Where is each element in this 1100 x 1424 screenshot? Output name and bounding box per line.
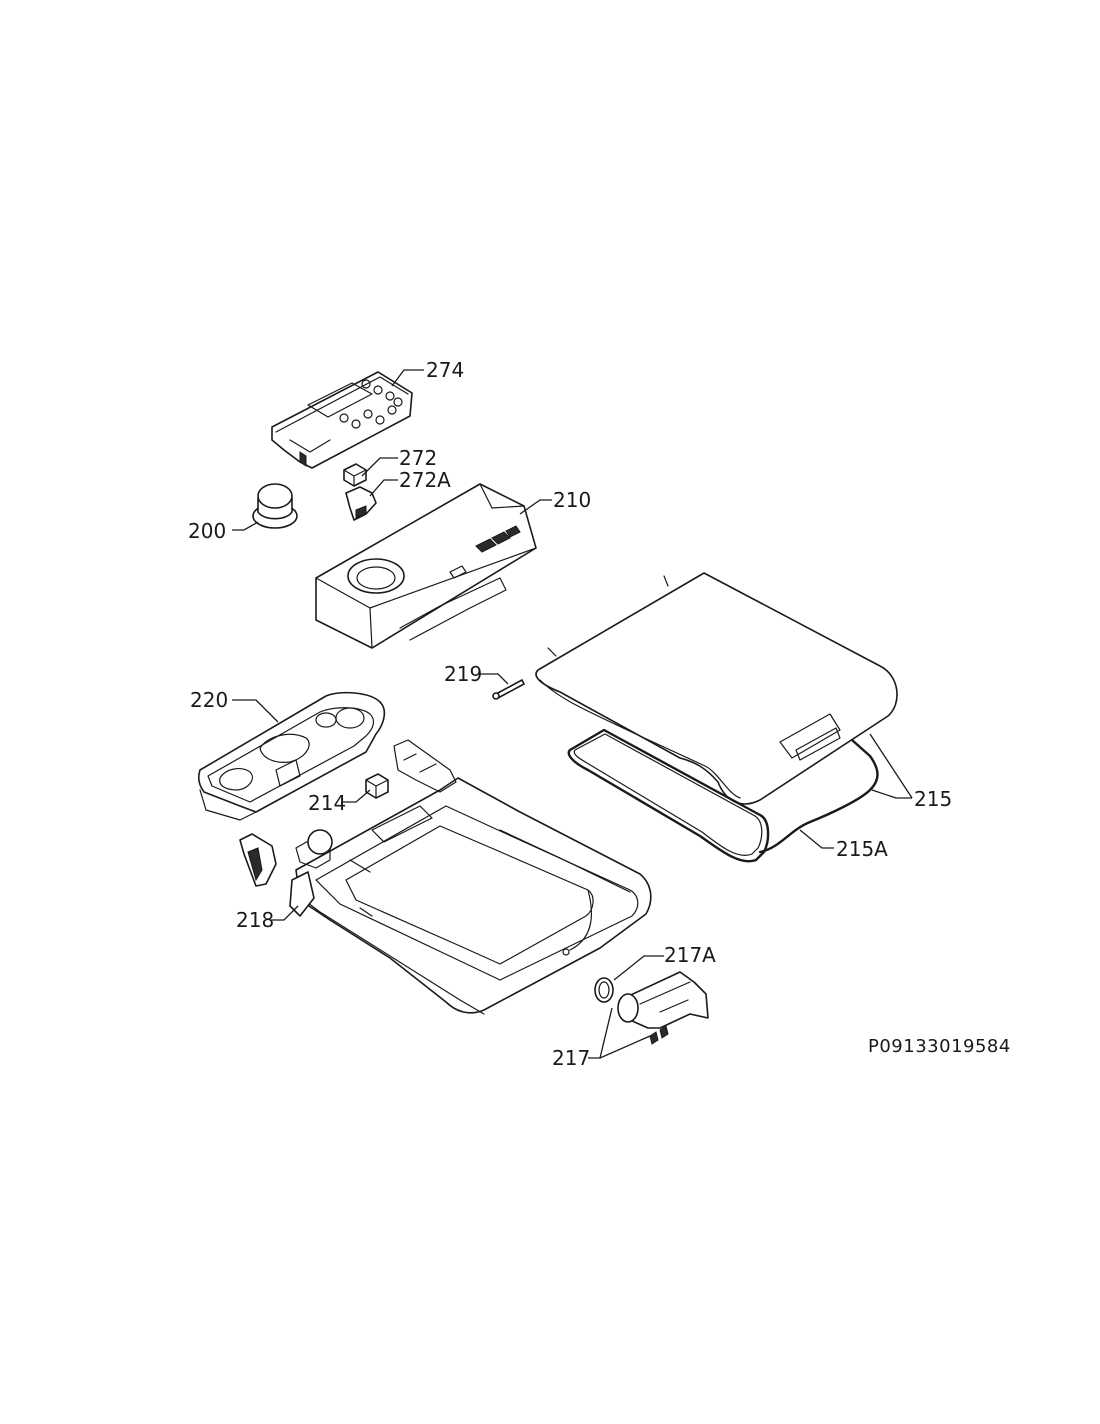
label-215A: 215A [836, 837, 888, 861]
leader-274 [391, 369, 424, 387]
leader-214 [342, 789, 371, 803]
label-200: 200 [188, 519, 226, 543]
part-210-control-panel [315, 483, 537, 649]
part-217-valve [617, 971, 709, 1045]
leader-215-b [871, 789, 912, 799]
leader-217-b [599, 1035, 651, 1059]
leader-218 [270, 905, 299, 921]
leader-210 [519, 499, 552, 515]
leader-200 [232, 521, 259, 531]
part-200-knob [252, 483, 298, 529]
label-215: 215 [914, 787, 952, 811]
leader-219 [478, 673, 509, 685]
leader-217-a [588, 1007, 613, 1059]
part-220-dispenser-drawer [198, 691, 386, 821]
part-272-clip [343, 463, 367, 487]
leader-272 [361, 457, 398, 477]
label-272: 272 [399, 446, 437, 470]
part-dispenser-housing [295, 739, 652, 1015]
part-215-lid [535, 572, 898, 805]
label-217: 217 [552, 1046, 590, 1070]
leader-217A [613, 955, 664, 981]
label-219: 219 [444, 662, 482, 686]
label-217A: 217A [664, 943, 716, 967]
label-214: 214 [308, 791, 346, 815]
leader-215A [799, 829, 834, 849]
part-217A-o-ring [594, 977, 614, 1003]
part-215A-gasket [567, 728, 879, 863]
label-210: 210 [553, 488, 591, 512]
document-id: P09133019584 [868, 1036, 1011, 1057]
callout-labels: 274 272 272A 210 200 219 220 214 215 215… [188, 358, 952, 1070]
part-272A-bracket [345, 486, 377, 521]
label-218: 218 [236, 908, 274, 932]
label-220: 220 [190, 688, 228, 712]
leader-272A [369, 479, 398, 497]
part-214-connector [365, 773, 389, 799]
label-274: 274 [426, 358, 464, 382]
leader-220 [232, 699, 279, 723]
leader-215-a [869, 733, 913, 799]
part-274-control-module [271, 371, 413, 469]
label-272A: 272A [399, 468, 451, 492]
part-219-pin [492, 679, 525, 700]
part-218-lever [239, 829, 333, 917]
leader-lines [232, 369, 913, 1059]
